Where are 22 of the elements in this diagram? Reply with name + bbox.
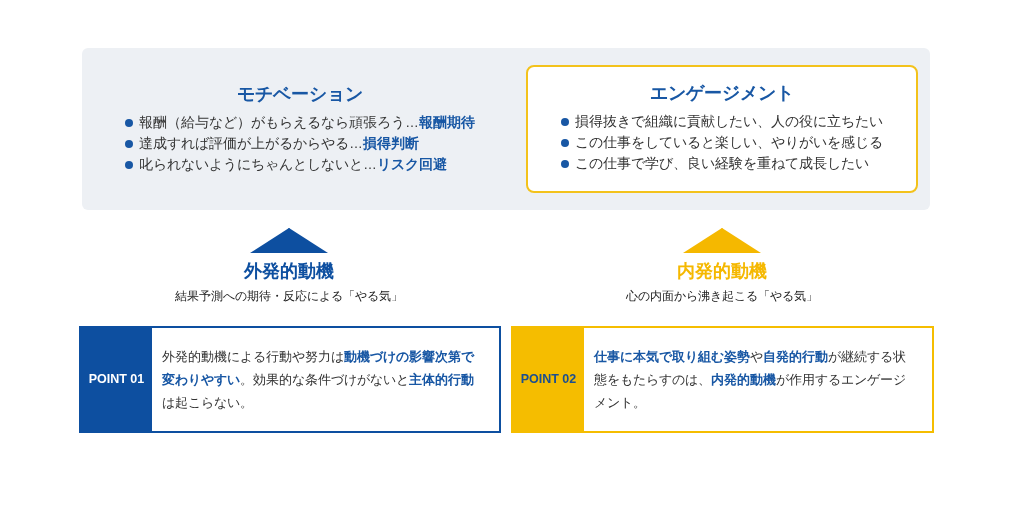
point-tag: POINT 01 <box>81 328 152 431</box>
bullet-text: この仕事をしていると楽しい、やりがいを感じる <box>575 134 883 152</box>
bullet-text: 損得抜きで組織に貢献したい、人の役に立ちたい <box>575 113 883 131</box>
section-heading: モチベーション <box>237 83 363 106</box>
caption-heading: 外発的動機 <box>244 260 334 283</box>
section-heading: エンゲージメント <box>650 82 794 105</box>
caption-subtitle: 心の内面から沸き起こる「やる気」 <box>626 288 818 305</box>
caption-subtitle: 結果予測への期待・反応による「やる気」 <box>175 288 403 305</box>
point-text: 仕事に本気で取り組む姿勢や自発的行動が継続する状態をもたらすのは、内発的動機が作用するエンゲージメント。 <box>594 348 907 412</box>
arrow <box>683 227 761 254</box>
bullet-text: 叱られないようにちゃんとしないと…リスク回避 <box>139 156 447 174</box>
info-card <box>526 65 918 193</box>
info-panel <box>82 48 930 210</box>
bullet-text: この仕事で学び、良い経験を重ねて成長したい <box>575 155 869 173</box>
bullet-text: 報酬（給与など）がもらえるなら頑張ろう…報酬期待 <box>139 114 475 132</box>
arrow <box>250 227 328 254</box>
point-card <box>511 326 934 433</box>
point-tag: POINT 02 <box>513 328 584 431</box>
point-text: 外発的動機による行動や努力は動機づけの影響次第で変わりやすい。効果的な条件づけがないと主体的行動は起こらない。 <box>162 348 476 412</box>
bullet-text: 達成すれば評価が上がるからやる…損得判断 <box>139 135 419 153</box>
caption-heading: 内発的動機 <box>677 260 767 283</box>
point-card <box>79 326 501 433</box>
